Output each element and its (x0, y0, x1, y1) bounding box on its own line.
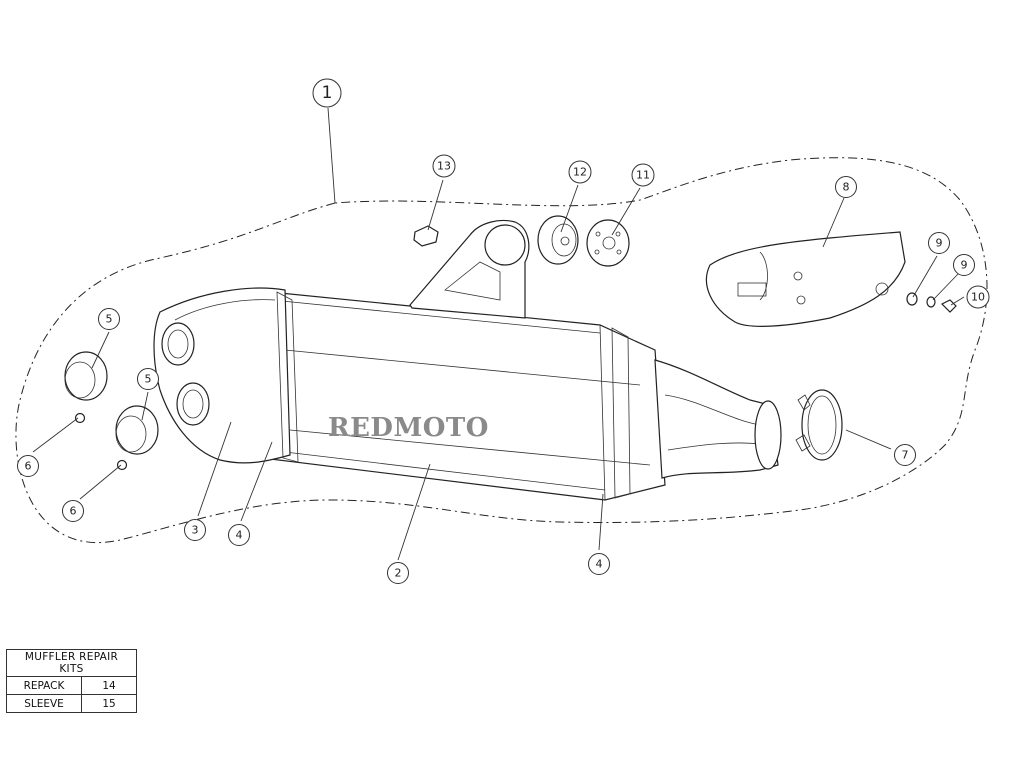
callout-5-upper: 5 (98, 308, 120, 330)
assembly-boundary (15, 157, 988, 543)
rear-band-clamp (276, 291, 299, 463)
end-tip-lower (115, 405, 159, 455)
washer-9a (906, 292, 918, 306)
svg-text:3: 3 (192, 524, 199, 537)
washer-9b (926, 296, 936, 308)
callout-12: 12 (568, 160, 592, 184)
end-cap (153, 287, 291, 464)
svg-text:1: 1 (322, 83, 333, 103)
table-row: REPACK 14 (6, 676, 137, 695)
callout-9-upper: 9 (928, 232, 950, 254)
svg-text:12: 12 (573, 166, 587, 179)
svg-text:9: 9 (961, 259, 968, 272)
nut (413, 225, 439, 247)
callout-5-lower: 5 (137, 368, 159, 390)
kits-title: MUFFLER REPAIR KITS (6, 649, 137, 677)
callout-7: 7 (894, 444, 916, 466)
svg-text:5: 5 (145, 373, 152, 386)
svg-text:10: 10 (971, 291, 985, 304)
callout-1: 1 (312, 78, 342, 108)
callout-2: 2 (387, 562, 409, 584)
kits-title-row: MUFFLER REPAIR KITS (6, 649, 137, 677)
svg-text:5: 5 (106, 313, 113, 326)
callout-8: 8 (835, 176, 857, 198)
svg-text:6: 6 (25, 460, 32, 473)
end-tip-upper (64, 351, 108, 401)
svg-text:4: 4 (236, 529, 243, 542)
table-row: SLEEVE 15 (6, 694, 137, 713)
link-pipe (654, 359, 782, 479)
screw-6a (74, 412, 86, 424)
bolt-10 (940, 299, 957, 313)
svg-text:7: 7 (902, 449, 909, 462)
spring-clamp (795, 389, 843, 461)
svg-text:4: 4 (596, 558, 603, 571)
callout-10: 10 (966, 285, 990, 309)
svg-text:9: 9 (936, 237, 943, 250)
callout-13: 13 (432, 154, 456, 178)
callout-3: 3 (184, 519, 206, 541)
rubber-grommet (537, 215, 579, 265)
svg-text:13: 13 (437, 160, 451, 173)
kit-label: REPACK (6, 676, 82, 695)
washer-plate (586, 219, 630, 267)
kit-value: 15 (81, 694, 137, 713)
callout-6-upper: 6 (17, 455, 39, 477)
muffler-repair-kits-table: MUFFLER REPAIR KITS REPACK 14 SLEEVE 15 (6, 649, 137, 713)
svg-text:8: 8 (843, 181, 850, 194)
callout-6-lower: 6 (62, 500, 84, 522)
callout-4-rear: 4 (228, 524, 250, 546)
callout-11: 11 (631, 163, 655, 187)
callout-9-lower: 9 (953, 254, 975, 276)
svg-text:2: 2 (395, 567, 402, 580)
svg-text:11: 11 (636, 169, 650, 182)
svg-text:6: 6 (70, 505, 77, 518)
mounting-bracket (409, 219, 530, 319)
front-band-clamp (611, 327, 631, 499)
callout-4-front: 4 (588, 553, 610, 575)
watermark: REDMOTO (328, 413, 489, 443)
screw-6b (116, 459, 128, 471)
leader-lines (32, 107, 965, 561)
kit-label: SLEEVE (6, 694, 82, 713)
heat-shield (705, 231, 906, 327)
kit-value: 14 (81, 676, 137, 695)
muffler-body (261, 291, 666, 501)
